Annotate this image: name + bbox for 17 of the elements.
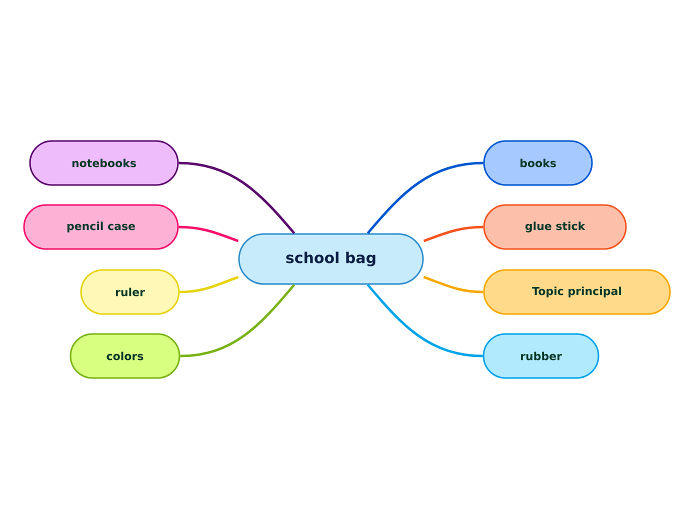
topic-box: glue stick: [483, 204, 627, 250]
connector-line: [180, 276, 239, 294]
topic-box: rubber: [482, 333, 600, 379]
connector-line: [180, 284, 296, 358]
topic-box: books: [483, 140, 593, 186]
topic-box: ruler: [80, 269, 180, 315]
topic-box: colors: [70, 333, 180, 379]
central-topic-box: school bag: [238, 233, 424, 285]
topic-box: pencil case: [23, 204, 179, 250]
connector-line: [423, 226, 484, 242]
connector-line: [178, 162, 296, 234]
connector-line: [423, 276, 484, 294]
topic-box: notebooks: [29, 140, 179, 186]
connector-line: [366, 284, 483, 358]
topic-box: Topic principal: [483, 269, 671, 315]
connector-line: [366, 162, 484, 234]
connector-line: [178, 226, 239, 242]
